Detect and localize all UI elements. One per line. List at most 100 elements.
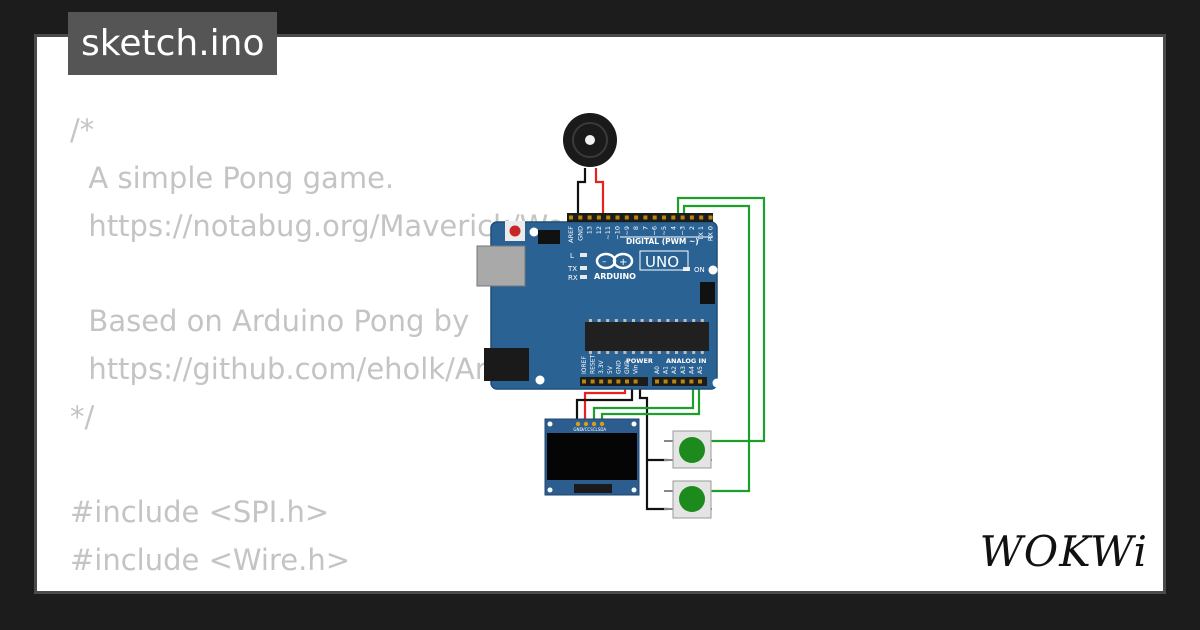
header-pin: [578, 215, 583, 220]
header-pin: [699, 215, 704, 220]
code-line: #include <SPI.h>: [70, 495, 330, 530]
power-pin-label: 5V: [607, 365, 614, 374]
header-pin: [624, 215, 629, 220]
buzzer-wire-red: [594, 168, 605, 218]
power-pin-label: 3.3V: [598, 359, 605, 374]
header-pin: [689, 379, 694, 384]
scl-wire: [600, 385, 701, 422]
svg-text:RX: RX: [568, 274, 578, 282]
digital-header: [567, 213, 713, 222]
header-pin: [616, 379, 621, 384]
oled-pin: [591, 421, 597, 427]
buzzer-wire-black: [576, 168, 587, 218]
digital-pin-label: 12: [595, 226, 603, 234]
oled-screen: [547, 433, 637, 480]
gnd-button-wire: [638, 385, 668, 511]
digital-pin-label: 4: [669, 226, 677, 230]
buzzer[interactable]: [563, 113, 617, 167]
oled-pin-label: SDA: [598, 427, 607, 432]
oled-pin-label: SCL: [590, 427, 598, 432]
analog-pin-label: A5: [697, 366, 704, 374]
header-pin: [615, 215, 620, 220]
file-tab[interactable]: sketch.ino: [68, 12, 278, 75]
header-pin: [587, 215, 592, 220]
header-pin: [689, 215, 694, 220]
svg-text:TX: TX: [567, 265, 577, 273]
header-pin: [569, 215, 573, 220]
svg-text:L: L: [570, 252, 574, 260]
digital-pin-label: ~11: [604, 226, 612, 240]
header-pin: [680, 379, 685, 384]
header-pin: [582, 379, 586, 384]
digital-pin-label: 7: [641, 226, 649, 230]
digital-pin-label: RX 0: [707, 226, 715, 241]
digital-label: DIGITAL (PWM ~): [626, 237, 699, 246]
header-pin: [663, 379, 668, 384]
usb-port: [476, 245, 526, 287]
header-pin: [672, 379, 677, 384]
code-line: /*: [70, 113, 95, 147]
digital-pin-label: 8: [632, 226, 640, 230]
button1-wire: [676, 196, 766, 443]
analog-pin-label: A3: [680, 366, 687, 374]
power-pin-label: IOREF: [581, 356, 588, 374]
button2-wire: [682, 204, 751, 493]
header-pin: [606, 215, 611, 220]
analog-header: [652, 377, 707, 386]
arduino-logo-icon: [595, 252, 634, 270]
code-line: #include <Adafruit_GFX.h>: [70, 585, 684, 592]
header-pin: [607, 379, 612, 384]
code-line: */: [70, 399, 95, 434]
wokwi-logo: WOKWi: [979, 527, 1148, 576]
header-pin: [652, 215, 657, 220]
sda-wire: [592, 385, 695, 422]
header-pin: [633, 379, 638, 384]
digital-pin-label: AREF: [567, 226, 575, 243]
gnd-wire: [575, 385, 634, 422]
oled-pin-label: GND: [573, 427, 582, 432]
digital-pin-label: 2: [688, 226, 696, 230]
power-label: POWER: [626, 357, 653, 365]
vcc-wire: [583, 385, 627, 422]
buzzer-hole-icon: [585, 135, 595, 145]
board-brand: ARDUINO: [594, 272, 636, 281]
button-2[interactable]: [664, 480, 712, 519]
oled-pin-label: VCC: [582, 427, 591, 432]
header-pin: [655, 379, 659, 384]
power-header: [580, 377, 648, 386]
analog-pin-label: A0: [654, 366, 661, 374]
analog-pin-label: A1: [663, 366, 670, 374]
code-line: Based on Arduino Pong by: [70, 304, 470, 339]
analog-pin-label: A2: [671, 366, 678, 374]
digital-pin-label: 13: [586, 226, 594, 234]
digital-pin-label: ~10: [614, 226, 622, 240]
digital-pin-label: ~6: [651, 226, 659, 236]
header-pin: [698, 379, 702, 384]
board-name: UNO: [645, 253, 679, 271]
digital-pin-label: ~9: [623, 226, 631, 236]
power-jack: [484, 348, 529, 381]
oled-pin: [583, 421, 589, 427]
svg-text:+: +: [619, 257, 627, 268]
analog-label: ANALOG IN: [666, 357, 706, 365]
atmega-chip: [585, 322, 709, 351]
analog-pin-label: A4: [688, 366, 695, 374]
oled-pin: [599, 421, 605, 427]
svg-text:ON: ON: [694, 266, 705, 274]
power-pin-label: Vin: [633, 364, 640, 374]
button-1[interactable]: [664, 430, 712, 469]
power-pin-label: GND: [624, 360, 631, 374]
digital-pin-label: TX 1: [697, 226, 705, 242]
header-pin: [599, 379, 604, 384]
svg-text:–: –: [602, 257, 607, 267]
header-pin: [590, 379, 595, 384]
header-pin: [643, 215, 648, 220]
oled-pin: [575, 421, 581, 427]
code-line: #include <Wire.h>: [70, 543, 351, 578]
header-pin: [625, 379, 629, 384]
header-pin: [634, 215, 639, 220]
power-pin-label: GND: [615, 360, 622, 374]
